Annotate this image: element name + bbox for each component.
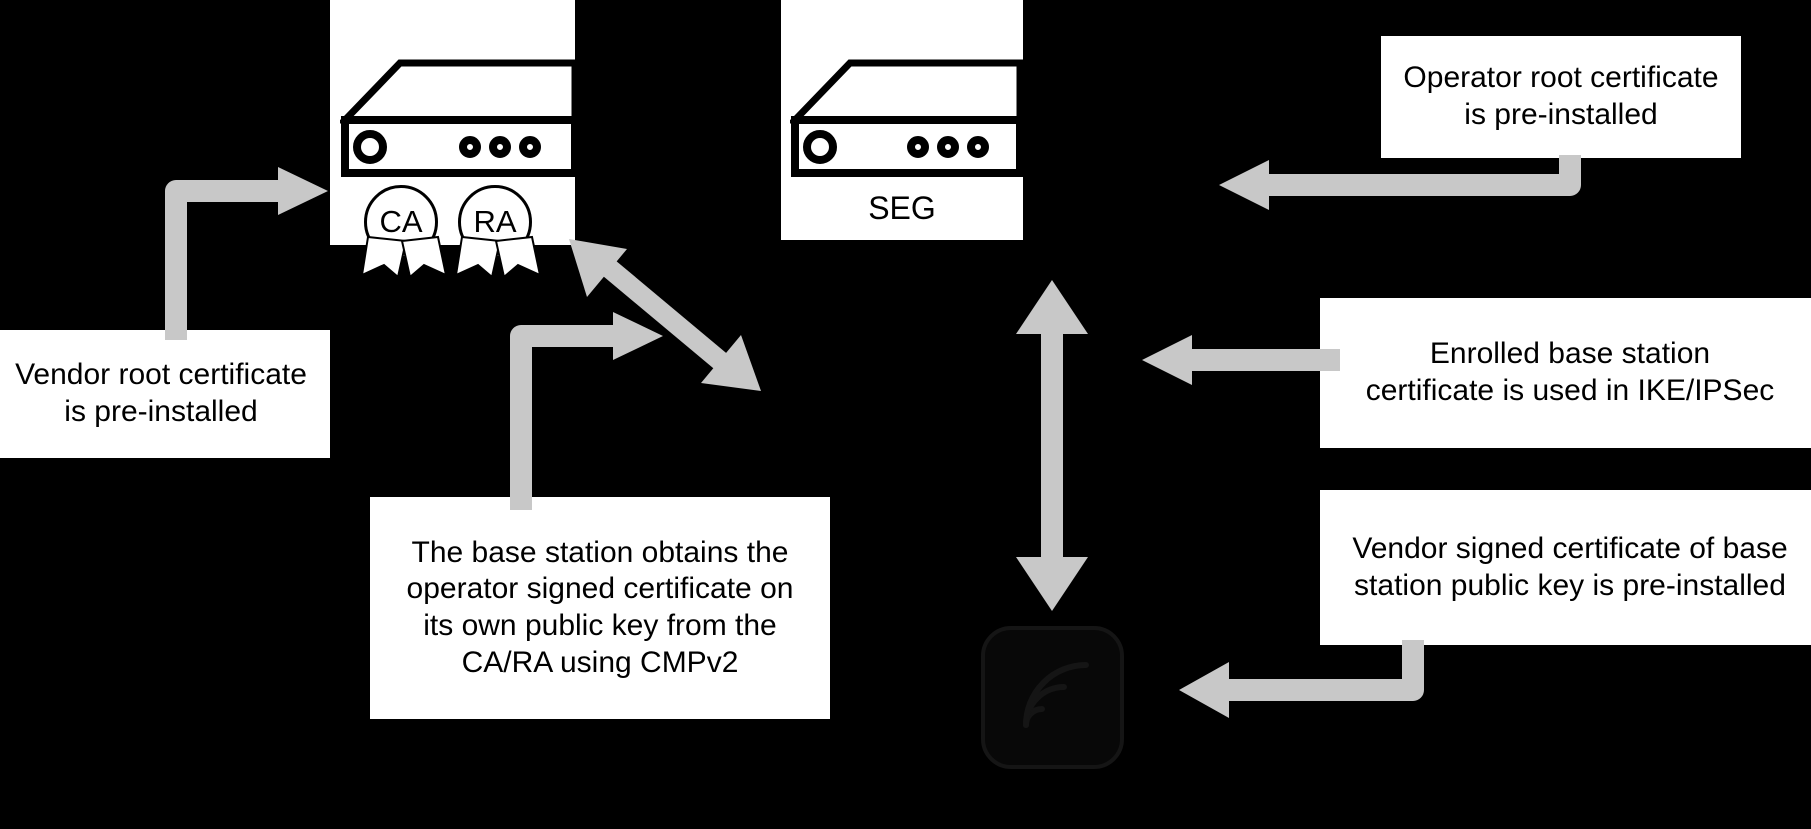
callout-cmpv2: The base station obtains the operator si…	[370, 497, 830, 719]
seg-device-icon	[790, 55, 1025, 180]
callout-vendor-signed: Vendor signed certificate of base statio…	[1320, 490, 1811, 645]
arrow-base-station-seg-diagonal	[565, 235, 765, 395]
ca-badge-label: CA	[379, 204, 423, 239]
callout-vendor-signed-line-2: station public key is pre-installed	[1354, 568, 1786, 602]
callout-operator-root-line-2: is pre-installed	[1464, 98, 1658, 131]
seg-label: SEG	[868, 190, 936, 226]
callout-operator-root: Operator root certificate is pre-install…	[1381, 36, 1741, 158]
callout-enrolled-cert-line-1: Enrolled base station	[1429, 337, 1711, 371]
arrow-seg-to-bottom-base-station	[1010, 278, 1100, 613]
callout-operator-root-line-1: Operator root certificate	[1403, 61, 1719, 95]
arrow-operator-root-to-seg	[1195, 155, 1595, 220]
ra-badge-label: RA	[473, 204, 517, 239]
bottom-base-station-icon	[980, 625, 1125, 780]
callout-vendor-root-line-2: is pre-installed	[64, 395, 258, 428]
ra-badge-ribbon	[454, 235, 544, 280]
callout-vendor-root-line-1: Vendor root certificate	[15, 358, 307, 392]
arrow-vendor-root-to-base-station	[150, 165, 335, 340]
base-station-device-icon	[340, 55, 580, 177]
arrow-cmpv2-to-ca-ra	[495, 310, 670, 510]
callout-enrolled-cert-line-2: certificate is used in IKE/IPSec	[1365, 374, 1775, 407]
arrow-vendor-signed-to-bottom-base-station	[1135, 640, 1475, 730]
callout-vendor-root: Vendor root certificate is pre-installed	[0, 330, 330, 458]
callout-cmpv2-line-3: its own public key from the	[423, 609, 777, 642]
ca-badge-ribbon	[360, 235, 450, 280]
callout-enrolled-cert: Enrolled base station certificate is use…	[1320, 298, 1811, 448]
callout-vendor-signed-line-1: Vendor signed certificate of base	[1352, 531, 1788, 565]
callout-cmpv2-line-1: The base station obtains the	[411, 535, 789, 569]
callout-cmpv2-line-4: CA/RA using CMPv2	[461, 645, 739, 679]
callout-cmpv2-line-2: operator signed certificate on	[406, 572, 794, 606]
arrow-enrolled-cert-to-tunnel	[1120, 330, 1340, 390]
